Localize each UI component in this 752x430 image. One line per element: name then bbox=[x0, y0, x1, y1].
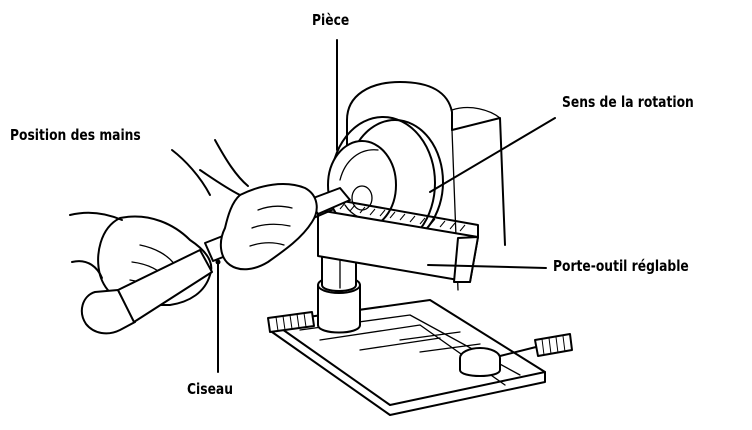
chisel-label: Ciseau bbox=[187, 380, 233, 398]
piece-label: Pièce bbox=[312, 11, 350, 29]
workpiece bbox=[327, 116, 444, 250]
tool-rest-leader bbox=[427, 264, 547, 269]
rotation-leader bbox=[429, 117, 556, 193]
chisel-handle bbox=[80, 249, 213, 335]
callout-lines bbox=[171, 39, 556, 373]
tool-rest-label: Porte-outil réglable bbox=[553, 257, 689, 275]
hands-label: Position des mains bbox=[10, 126, 141, 144]
chisel-leader-dot bbox=[215, 259, 221, 265]
hands-leader bbox=[171, 149, 211, 196]
right-hand bbox=[199, 139, 318, 271]
right-clamp-handle bbox=[459, 333, 573, 377]
left-clamp-handle bbox=[267, 311, 315, 333]
tool-rest-post bbox=[317, 254, 361, 334]
rotation-label: Sens de la rotation bbox=[562, 93, 694, 111]
